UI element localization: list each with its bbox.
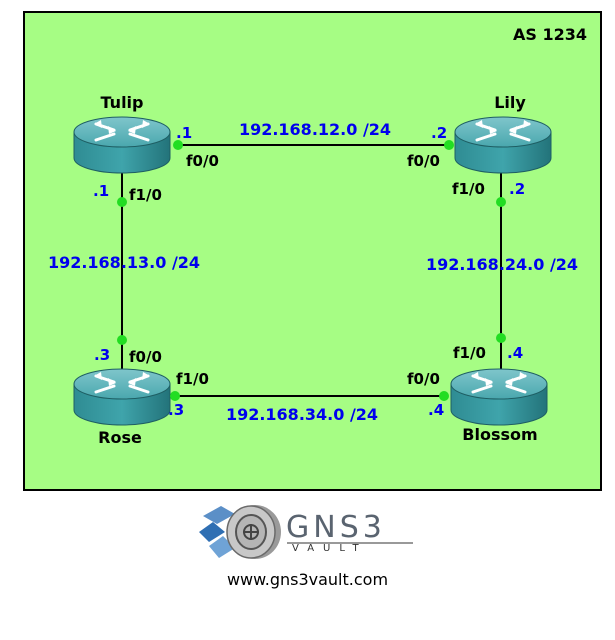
host-id-tulip-f10: .1: [93, 182, 109, 200]
router-blossom[interactable]: Blossom: [449, 367, 549, 444]
interface-tulip-f00: f0/0: [186, 152, 219, 170]
interface-tulip-f10: f1/0: [129, 186, 162, 204]
router-tulip[interactable]: Tulip: [72, 93, 172, 175]
router-tulip-label: Tulip: [101, 93, 144, 112]
port-dot-blossom-f10: [496, 333, 506, 343]
gns3-vault-logo: [199, 505, 413, 559]
port-dot-rose-f10: [170, 391, 180, 401]
interface-blossom-f10: f1/0: [453, 344, 486, 362]
port-dot-lily-f00: [444, 140, 454, 150]
router-rose[interactable]: Rose: [72, 367, 172, 447]
port-dot-lily-f10: [496, 197, 506, 207]
host-id-rose-f00: .3: [94, 346, 110, 364]
interface-lily-f00: f0/0: [407, 152, 440, 170]
port-dot-blossom-f00: [439, 391, 449, 401]
host-id-lily-f00: .2: [431, 124, 447, 142]
host-id-lily-f10: .2: [509, 180, 525, 198]
website-link[interactable]: www.gns3vault.com: [226, 570, 389, 589]
as-label: AS 1234: [513, 25, 587, 44]
interface-lily-f10: f1/0: [452, 180, 485, 198]
logo-name: GNS3: [286, 510, 386, 545]
router-rose-icon: [72, 367, 172, 427]
host-id-tulip-f00: .1: [176, 124, 192, 142]
network-label-tulip-rose: 192.168.13.0 /24: [48, 253, 200, 272]
host-id-blossom-f10: .4: [507, 344, 523, 362]
router-tulip-icon: [72, 115, 172, 175]
router-lily-label: Lily: [494, 93, 526, 112]
network-label-tulip-lily: 192.168.12.0 /24: [239, 120, 391, 139]
host-id-blossom-f00: .4: [428, 401, 444, 419]
router-rose-label: Rose: [98, 428, 142, 447]
port-dot-tulip-f10: [117, 197, 127, 207]
router-lily-icon: [453, 115, 553, 175]
interface-rose-f10: f1/0: [176, 370, 209, 388]
logo-sub: VAULT: [292, 543, 368, 554]
vault-icon: [199, 505, 281, 559]
interface-rose-f00: f0/0: [129, 348, 162, 366]
port-dot-tulip-f00: [173, 140, 183, 150]
router-lily[interactable]: Lily: [453, 93, 553, 175]
host-id-rose-f10: .3: [168, 401, 184, 419]
interface-blossom-f00: f0/0: [407, 370, 440, 388]
network-label-lily-blossom: 192.168.24.0 /24: [426, 255, 578, 274]
port-dot-rose-f00: [117, 335, 127, 345]
router-blossom-label: Blossom: [462, 425, 537, 444]
network-label-rose-blossom: 192.168.34.0 /24: [226, 405, 378, 424]
router-blossom-icon: [449, 367, 549, 427]
